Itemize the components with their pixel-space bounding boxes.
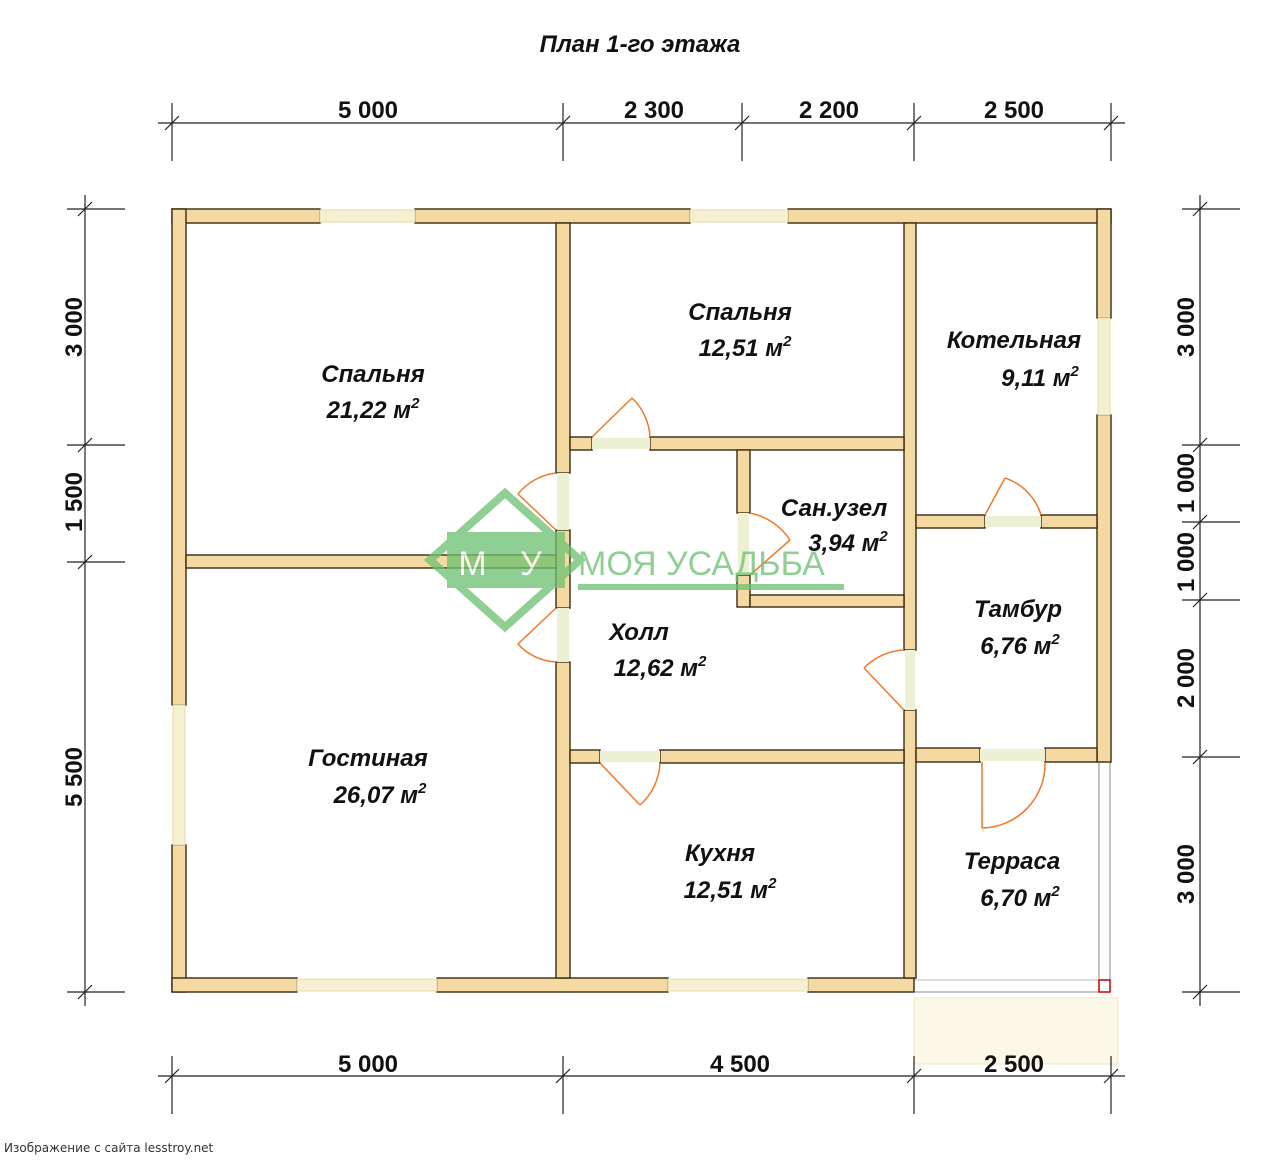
column-marker [1098, 979, 1111, 993]
dim-bottom-2: 4 500 [710, 1051, 770, 1078]
terrace-steps [913, 997, 1119, 1065]
room-area: 26,07 м2 [333, 780, 427, 809]
dim-right-5: 3 000 [1173, 844, 1200, 904]
room-area: 9,11 м2 [1001, 363, 1079, 392]
terrace [913, 760, 1119, 1065]
room-area: 6,70 м2 [980, 883, 1060, 912]
room-name: Спальня [321, 361, 424, 388]
room-name: Терраса [964, 848, 1060, 875]
dim-top-2: 2 300 [624, 97, 684, 124]
room-name: Гостиная [308, 745, 428, 772]
room-area: 6,76 м2 [980, 631, 1060, 660]
dim-left-1: 3 000 [61, 297, 88, 357]
room-name: Тамбур [974, 596, 1062, 623]
dim-right-2: 1 000 [1173, 453, 1200, 513]
room-name: Кухня [685, 840, 755, 867]
room-name: Котельная [947, 327, 1081, 354]
dimensions-left: 3 000 1 500 5 500 [61, 297, 88, 807]
room-labels: Спальня 21,22 м2 Спальня 12,51 м2 Котельная 9… [308, 299, 1081, 912]
dim-left-3: 5 500 [61, 747, 88, 807]
dimensions-right: 3 000 1 000 1 000 2 000 3 000 [1173, 297, 1200, 904]
image-credit: Изображение с сайта lesstroy.net [4, 1141, 214, 1155]
room-area: 3,94 м2 [808, 528, 888, 557]
dim-top-4: 2 500 [984, 97, 1044, 124]
door-openings [557, 438, 1045, 762]
windows [172, 209, 1111, 992]
plan-title: План 1-го этажа [540, 31, 741, 58]
dim-left-2: 1 500 [61, 472, 88, 532]
dim-top-1: 5 000 [338, 97, 398, 124]
doors [517, 397, 1046, 829]
dim-top-3: 2 200 [799, 97, 859, 124]
watermark-logo-letters: М У [458, 545, 553, 583]
room-area: 12,62 м2 [614, 653, 707, 682]
watermark-logo: М У МОЯ УСАДЬБА [423, 487, 844, 633]
room-area: 12,51 м2 [699, 333, 792, 362]
room-name: Холл [607, 619, 669, 646]
dim-bottom-1: 5 000 [338, 1051, 398, 1078]
watermark-text: МОЯ УСАДЬБА [578, 545, 825, 583]
room-name: Спальня [688, 299, 791, 326]
dim-bottom-3: 2 500 [984, 1051, 1044, 1078]
room-name: Сан.узел [781, 495, 888, 522]
dim-right-3: 1 000 [1173, 532, 1200, 592]
dim-right-4: 2 000 [1173, 648, 1200, 708]
dimensions-top: 5 000 2 300 2 200 2 500 [338, 97, 1044, 124]
room-area: 12,51 м2 [684, 875, 777, 904]
dimension-lines [67, 103, 1240, 1114]
dim-right-1: 3 000 [1173, 297, 1200, 357]
room-area: 21,22 м2 [326, 395, 420, 424]
dimensions-bottom: 5 000 4 500 2 500 [338, 1051, 1044, 1078]
